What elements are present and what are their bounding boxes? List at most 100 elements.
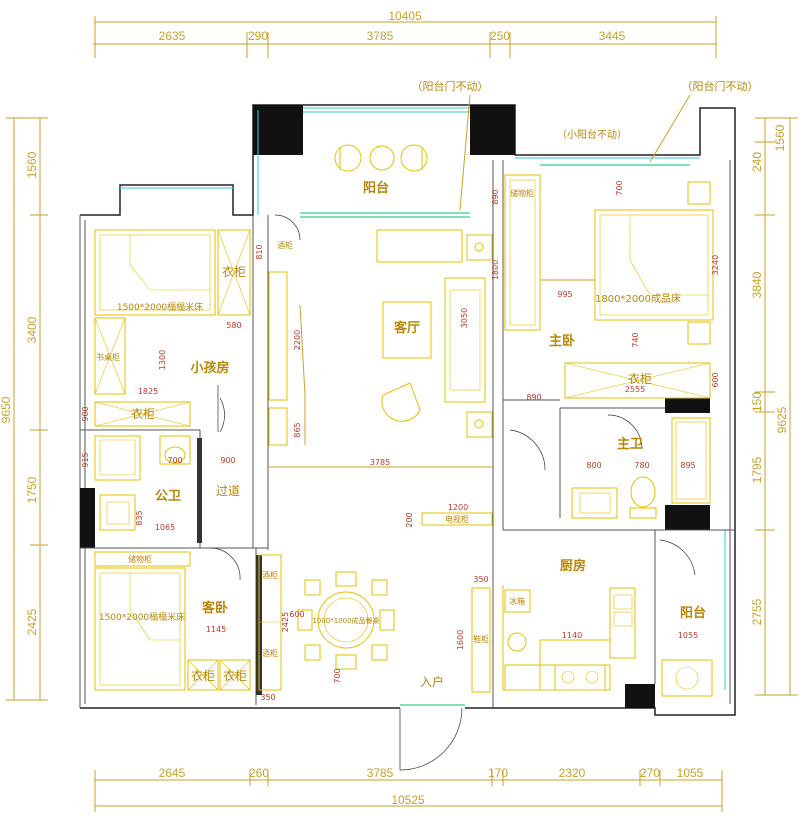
dim-1055: 1055 [678, 631, 698, 640]
master-cabinet-label: 储物柜 [510, 188, 534, 198]
room-kitchen: 厨房 [560, 558, 586, 574]
bottom-dim-4: 170 [488, 766, 508, 780]
dim-1800: 1800 [491, 260, 500, 280]
bottom-dim-5: 2320 [559, 766, 586, 780]
dim-350-bottom: 350 [260, 693, 275, 702]
right-dim-2: 1560 [773, 124, 787, 151]
dim-835: 835 [135, 510, 144, 525]
kids-wardrobe-2-label: 衣柜 [131, 406, 155, 421]
master-bath-fixtures [571, 417, 711, 519]
room-entrance: 入户 [420, 674, 444, 689]
top-total-dim: 10405 [388, 9, 422, 23]
small-balcony-note: （小阳台不动） [557, 128, 627, 141]
structural-pillars [80, 105, 710, 708]
dim-2200: 2200 [293, 330, 302, 350]
shoe-cabinet [471, 587, 491, 693]
dim-900-hall: 900 [220, 456, 235, 465]
right-dimension-chain: 240 1560 3840 150 1795 2755 9625 [750, 117, 798, 696]
top-dim-4: 250 [490, 29, 510, 43]
guest-wardrobe-1-label: 衣柜 [191, 668, 215, 683]
dim-1140: 1140 [562, 631, 582, 640]
bottom-dim-2: 260 [249, 766, 269, 780]
dim-2425-inner: 2425 [281, 612, 290, 632]
room-hallway: 过道 [216, 484, 240, 498]
shoe-cabinet-label: 鞋柜 [473, 634, 489, 644]
dining-table-label: 1000*1000成品餐桌 [312, 616, 379, 625]
dim-740: 740 [631, 332, 640, 347]
bottom-dim-3: 3785 [367, 766, 394, 780]
kids-bookcase-label: 书桌柜 [96, 352, 120, 362]
bottom-dim-1: 2645 [159, 766, 186, 780]
room-guest: 客卧 [202, 600, 228, 616]
kids-room-furniture [94, 229, 251, 427]
dim-995: 995 [557, 290, 572, 299]
room-public-bath: 公卫 [155, 489, 181, 504]
left-dim-4: 2425 [25, 608, 39, 635]
dim-350-shoe: 350 [473, 575, 488, 584]
dim-200: 200 [405, 512, 414, 527]
dim-890-bottom: 890 [526, 393, 541, 402]
windows [120, 107, 726, 706]
dim-600-master: 600 [711, 372, 720, 387]
master-wardrobe-label: 衣柜 [628, 371, 652, 386]
top-dim-1: 2635 [159, 29, 186, 43]
left-dim-3: 1750 [25, 476, 39, 503]
left-dimension-chain: 9650 1560 3400 1750 2425 [0, 117, 48, 701]
room-living: 客厅 [394, 320, 420, 336]
dining-table [297, 571, 395, 670]
dim-895: 895 [680, 461, 695, 470]
master-bedroom-furniture [504, 174, 714, 399]
dim-3240: 3240 [711, 255, 720, 275]
living-room-furniture [268, 229, 493, 526]
living-cabinet-label: 酒柜 [277, 240, 293, 250]
outer-walls [79, 104, 736, 716]
dim-1300: 1300 [158, 350, 167, 370]
left-dim-1: 1560 [25, 151, 39, 178]
right-dim-5: 1795 [750, 456, 764, 483]
dim-890-top: 890 [491, 189, 500, 204]
interior-walls [80, 160, 735, 708]
dim-700-dining: 700 [333, 668, 342, 683]
right-dim-3: 3840 [750, 271, 764, 298]
dim-865: 865 [293, 422, 302, 437]
dim-700-master: 700 [615, 180, 624, 195]
room-kids: 小孩房 [190, 360, 229, 376]
top-dim-5: 3445 [599, 29, 626, 43]
left-total-dim: 9650 [0, 396, 13, 423]
right-dim-1: 240 [750, 152, 764, 172]
dim-700-bath: 700 [167, 456, 182, 465]
kitchen-fixtures [502, 585, 713, 697]
guest-top-cabinet-label: 储物柜 [128, 554, 152, 564]
room-balcony-top: 阳台 [363, 180, 389, 196]
dim-3785-inner: 3785 [370, 458, 390, 467]
bottom-total-dim: 10525 [391, 793, 425, 807]
dim-2555: 2555 [625, 385, 645, 394]
right-dim-4: 150 [750, 392, 764, 412]
dim-1145: 1145 [206, 625, 226, 634]
guest-room-furniture [94, 551, 251, 691]
fridge-label: 冰箱 [509, 596, 525, 606]
bottom-dimension-chain: 2645 260 3785 170 2320 270 1055 10525 [94, 766, 723, 812]
room-master-bath: 主卫 [617, 436, 643, 452]
balcony-door-note-right: （阳台门不动） [682, 79, 759, 93]
dim-810: 810 [255, 244, 264, 259]
right-total-dim: 9625 [775, 406, 789, 433]
right-dim-6: 2755 [750, 598, 764, 625]
guest-bed-label: 1500*2000榻榻米床 [99, 611, 185, 623]
kids-wardrobe-label: 衣柜 [222, 264, 246, 279]
left-dim-2: 3400 [25, 316, 39, 343]
dim-1825: 1825 [138, 387, 158, 396]
dim-900-left: 900 [81, 406, 90, 421]
cabinet-b-label: 酒柜 [262, 648, 278, 658]
cabinet-a-label: 酒柜 [262, 570, 278, 580]
dim-915: 915 [81, 452, 90, 467]
dim-3050: 3050 [460, 308, 469, 328]
kids-bed-label: 1500*2000榻榻米床 [117, 301, 203, 313]
door-swings [209, 214, 696, 771]
dim-600: 600 [289, 610, 304, 619]
dining-side-cabinets [258, 554, 282, 691]
dim-800: 800 [586, 461, 601, 470]
balcony-door-note-left: （阳台门不动） [412, 79, 489, 93]
top-balcony-furniture [334, 144, 428, 172]
